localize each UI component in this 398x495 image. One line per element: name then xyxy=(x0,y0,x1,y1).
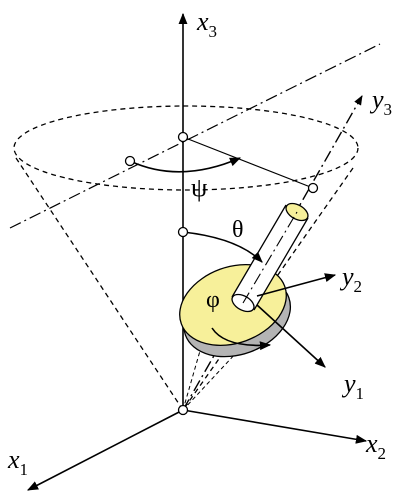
phi-arc xyxy=(211,327,272,351)
theta-arc xyxy=(182,231,263,263)
y1-axis xyxy=(256,304,326,368)
point-rim xyxy=(307,182,319,194)
x2-axis xyxy=(182,409,368,444)
y2-axis xyxy=(256,273,337,297)
x2-label: x2 xyxy=(365,429,386,463)
y2-label: y2 xyxy=(339,262,362,296)
x1-label: x1 xyxy=(7,445,28,479)
x1-axis xyxy=(27,409,184,491)
y1-label: y1 xyxy=(341,369,364,403)
point-x3-upper xyxy=(177,131,189,143)
marker-points xyxy=(124,131,319,416)
precession-ellipse xyxy=(13,105,359,191)
point-apex xyxy=(177,404,189,416)
radius-segment xyxy=(182,136,314,189)
fixed-axes xyxy=(27,12,368,491)
y3-label: y3 xyxy=(369,85,392,119)
psi-label: ψ xyxy=(191,173,207,202)
point-x3-lower xyxy=(177,226,189,238)
point-node xyxy=(124,155,136,167)
spinning-disk xyxy=(179,263,292,358)
body-axes xyxy=(256,273,337,368)
cone-left-generatrix xyxy=(15,157,184,411)
line-of-nodes xyxy=(9,43,381,229)
theta-label: θ xyxy=(232,217,244,243)
precession-cone xyxy=(13,105,359,411)
apex-to-disk-lines xyxy=(182,329,238,411)
psi-arc xyxy=(129,157,242,173)
phi-label: φ xyxy=(206,287,220,313)
x3-label: x3 xyxy=(196,7,217,41)
